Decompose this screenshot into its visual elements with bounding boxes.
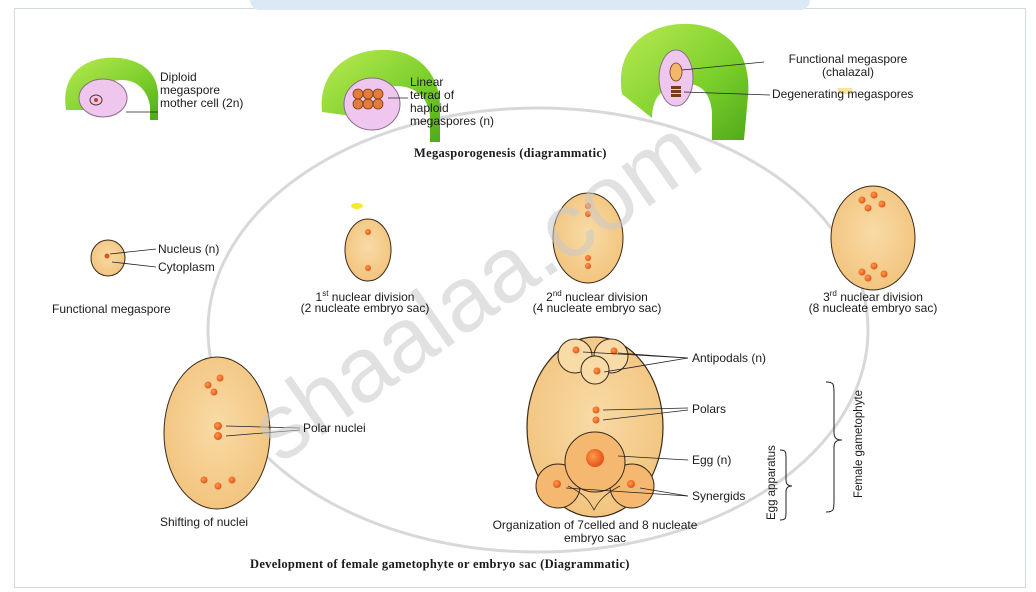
polar-nuclei-label: Polar nuclei: [303, 422, 366, 435]
functional-megaspore-cell: [91, 240, 156, 276]
division-2-subtitle: (4 nucleate embryo sac): [492, 302, 702, 315]
ovule-1: [65, 58, 158, 120]
egg-apparatus-label: Egg apparatus: [766, 445, 778, 520]
synergids-label: Synergids: [692, 490, 745, 503]
division-1-subtitle: (2 nucleate embryo sac): [260, 302, 470, 315]
sac-2-nucleate: [345, 219, 391, 281]
sac-8-nucleate: [831, 186, 915, 290]
diploid-mother-cell-label: Diploid megaspore mother cell (2n): [160, 71, 243, 110]
division-3-sup: rd: [830, 289, 837, 298]
antipodals-label: Antipodals (n): [692, 352, 766, 365]
organization-label: Organization of 7celled and 8 nucleate e…: [430, 519, 760, 545]
division-3-subtitle: (8 nucleate embryo sac): [768, 302, 978, 315]
yellow-speck: [351, 203, 363, 209]
division-2-sup: nd: [553, 289, 562, 298]
egg-label: Egg (n): [692, 454, 731, 467]
linear-tetrad-label: Linear tetrad of haploid megaspores (n): [410, 76, 494, 128]
functional-megaspore-label: Functional megaspore: [52, 303, 171, 316]
functional-megaspore-chalazal-label: Functional megaspore (chalazal): [768, 53, 928, 79]
development-title: Development of female gametophyte or emb…: [250, 557, 630, 572]
cytoplasm-label: Cytoplasm: [158, 261, 215, 274]
shifting-of-nuclei-label: Shifting of nuclei: [160, 516, 248, 529]
degenerating-megaspores-label: Degenerating megaspores: [772, 88, 913, 101]
megasporogenesis-title: Megasporogenesis (diagrammatic): [414, 146, 607, 161]
female-gametophyte-label: Female gametophyte: [853, 390, 865, 498]
nucleus-label: Nucleus (n): [158, 243, 219, 256]
polars-label: Polars: [692, 403, 726, 416]
female-gametophyte-brace: [826, 382, 842, 512]
mature-embryo-sac: [527, 337, 688, 517]
egg-apparatus-brace: [780, 450, 792, 520]
